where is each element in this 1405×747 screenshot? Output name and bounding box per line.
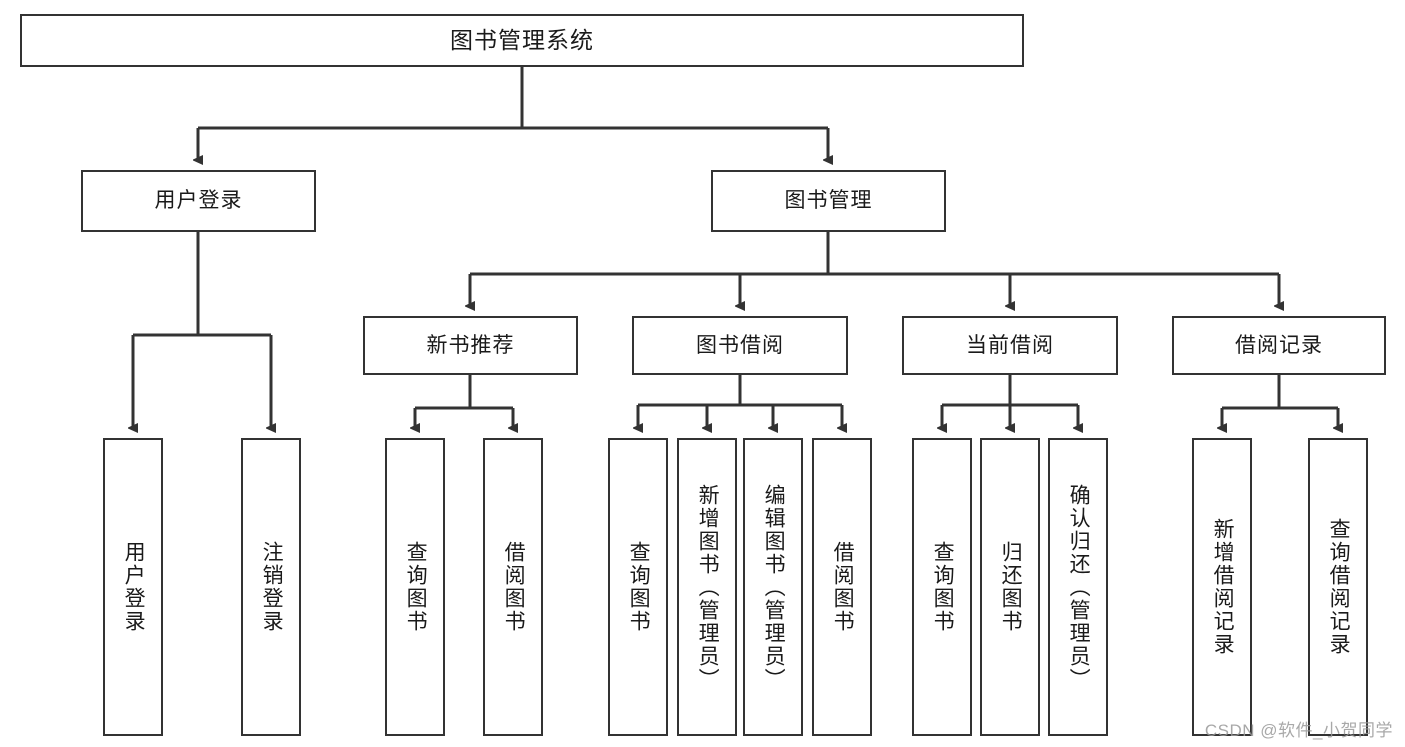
- node-root-system[interactable]: 图书管理系统: [20, 14, 1024, 67]
- node-book-management[interactable]: 图书管理: [711, 170, 946, 232]
- node-label: 借阅图书: [831, 541, 855, 633]
- node-label: 图书借阅: [696, 333, 784, 357]
- node-label: 图书管理系统: [450, 26, 594, 53]
- node-label: 新增图书（管理员）: [696, 483, 720, 691]
- leaf-current-borrow-confirm-return[interactable]: 确认归还（管理员）: [1048, 438, 1108, 736]
- node-label: 查询图书: [404, 541, 428, 633]
- node-label: 查询图书: [931, 541, 955, 633]
- watermark-text: CSDN @软件_小贺同学: [1204, 721, 1393, 740]
- leaf-new-book-borrow[interactable]: 借阅图书: [483, 438, 543, 736]
- node-book-borrow[interactable]: 图书借阅: [632, 316, 848, 375]
- leaf-new-book-query[interactable]: 查询图书: [385, 438, 445, 736]
- leaf-user-login-logout[interactable]: 注销登录: [241, 438, 301, 736]
- node-label: 图书管理: [784, 189, 873, 213]
- leaf-book-borrow-query[interactable]: 查询图书: [608, 438, 668, 736]
- node-label: 用户登录: [154, 189, 243, 213]
- node-label: 用户登录: [122, 541, 146, 633]
- leaf-book-borrow-edit[interactable]: 编辑图书（管理员）: [743, 438, 803, 736]
- node-user-login[interactable]: 用户登录: [81, 170, 316, 232]
- node-label: 查询借阅记录: [1327, 518, 1351, 656]
- node-borrow-record[interactable]: 借阅记录: [1172, 316, 1386, 375]
- node-label: 查询图书: [627, 541, 651, 633]
- leaf-book-borrow-add[interactable]: 新增图书（管理员）: [677, 438, 737, 736]
- node-label: 借阅记录: [1235, 333, 1323, 357]
- node-label: 归还图书: [999, 541, 1023, 633]
- node-label: 注销登录: [260, 541, 284, 633]
- leaf-user-login-login[interactable]: 用户登录: [103, 438, 163, 736]
- node-current-borrow[interactable]: 当前借阅: [902, 316, 1118, 375]
- node-label: 当前借阅: [966, 333, 1054, 357]
- leaf-book-borrow-borrow[interactable]: 借阅图书: [812, 438, 872, 736]
- node-label: 新增借阅记录: [1211, 518, 1235, 656]
- node-label: 确认归还（管理员）: [1067, 483, 1091, 691]
- leaf-current-borrow-query[interactable]: 查询图书: [912, 438, 972, 736]
- leaf-borrow-record-add[interactable]: 新增借阅记录: [1192, 438, 1252, 736]
- node-label: 借阅图书: [502, 541, 526, 633]
- node-new-book-recommend[interactable]: 新书推荐: [363, 316, 578, 375]
- leaf-current-borrow-return[interactable]: 归还图书: [980, 438, 1040, 736]
- node-label: 新书推荐: [426, 333, 515, 357]
- node-label: 编辑图书（管理员）: [762, 483, 786, 691]
- leaf-borrow-record-query[interactable]: 查询借阅记录: [1308, 438, 1368, 736]
